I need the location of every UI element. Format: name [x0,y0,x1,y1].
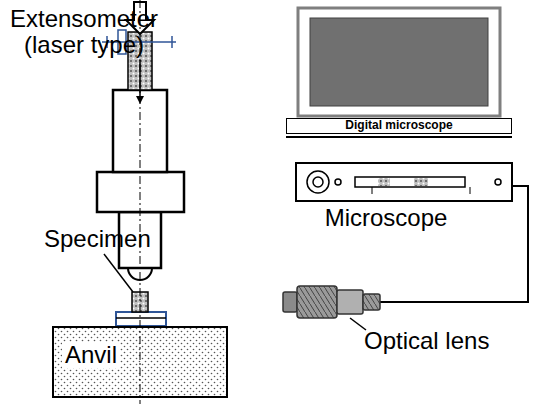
leader-line [350,318,366,330]
part-label: Microscope [316,205,456,231]
monitor-screen [310,18,488,106]
part-label: Optical lens [364,328,544,354]
anvil-box: Anvil [52,326,228,398]
part-name: Anvil [62,342,120,368]
leader-line [104,254,133,292]
part-label: Specimen [44,226,154,252]
optical-lens [283,292,297,312]
cable [380,186,528,302]
platen [116,312,166,326]
stand-label: Digital microscope [345,119,452,132]
monitor-frame [298,8,500,116]
microscope-unit [296,163,512,201]
part-label: Extensometer (laser type) [4,6,164,59]
centre-line [140,0,141,404]
monitor-base: Digital microscope [286,118,512,134]
